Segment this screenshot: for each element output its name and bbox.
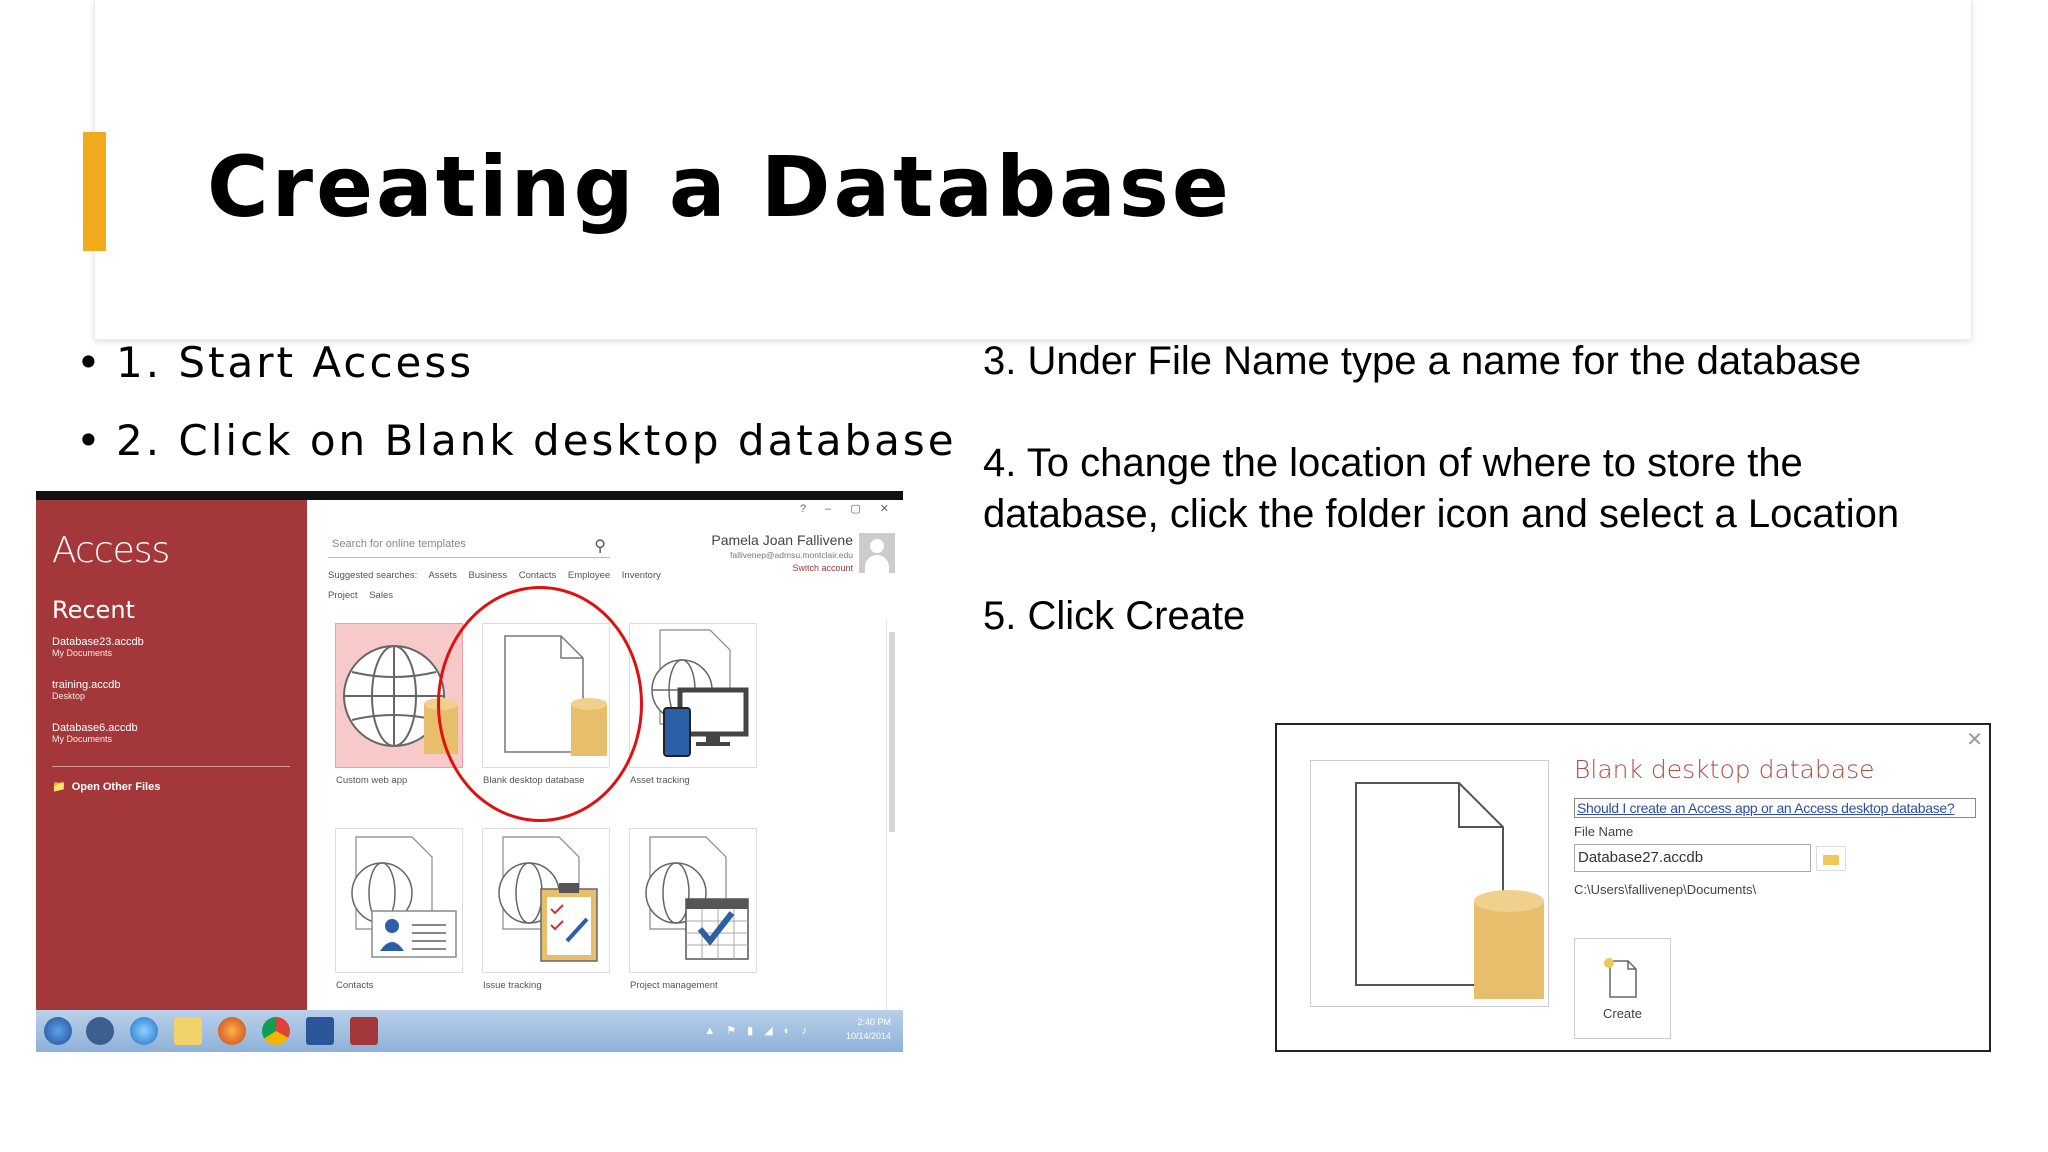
step-3: 3. Under File Name type a name for the d… <box>983 339 1862 383</box>
template-label: Asset tracking <box>630 775 690 786</box>
recent-file-location: My Documents <box>52 734 113 744</box>
close-icon[interactable]: ✕ <box>1966 729 1983 751</box>
recent-file-location: Desktop <box>52 691 86 701</box>
bullet-item: 2. Click on Blank desktop database <box>76 416 957 494</box>
suggested-link[interactable]: Assets <box>428 570 457 581</box>
slide-title: Creating a Database <box>207 138 1232 236</box>
access-app-name: Access <box>52 530 170 571</box>
suggested-link[interactable]: Sales <box>369 590 393 601</box>
suggested-link[interactable]: Business <box>468 570 508 581</box>
title-card <box>94 0 1972 340</box>
suggested-searches-row2: Project Sales <box>328 590 402 601</box>
template-issue-tracking[interactable] <box>482 828 610 973</box>
file-path: C:\Users\fallivenep\Documents\ <box>1574 882 1757 897</box>
switch-account-link[interactable]: Switch account <box>792 563 853 573</box>
chrome-icon[interactable] <box>262 1017 290 1045</box>
window-controls[interactable]: ? – ▢ ✕ <box>799 503 897 515</box>
highlight-circle <box>437 586 643 822</box>
contacts-icon <box>351 836 457 958</box>
suggested-link[interactable]: Contacts <box>518 570 557 581</box>
template-asset-tracking[interactable] <box>629 623 757 768</box>
template-contacts[interactable] <box>335 828 463 973</box>
template-label: Custom web app <box>336 775 408 786</box>
template-label: Contacts <box>336 980 374 991</box>
accent-bar <box>83 132 106 251</box>
system-clock[interactable]: 2:40 PM 10/14/2014 <box>846 1015 891 1043</box>
recent-file-name: Database23.accdb <box>52 636 144 648</box>
blank-document-icon <box>1355 782 1544 999</box>
user-info: Pamela Joan Fallivene fallivenep@admsu.m… <box>711 532 853 573</box>
access-sidebar: Access Recent Database23.accdb My Docume… <box>36 500 307 1010</box>
step-5: 5. Click Create <box>983 594 1246 638</box>
help-link[interactable]: Should I create an Access app or an Acce… <box>1574 798 1976 818</box>
bullet-item: 1. Start Access <box>76 338 957 416</box>
firefox-icon[interactable] <box>218 1017 246 1045</box>
recent-file-item[interactable]: Database6.accdb My Documents <box>52 722 144 765</box>
folder-icon: 📁 <box>52 781 66 793</box>
browse-folder-icon[interactable] <box>1816 846 1846 871</box>
issue-tracking-icon <box>498 836 598 962</box>
open-other-files-label: Open Other Files <box>71 781 161 793</box>
file-name-label: File Name <box>1574 824 1634 839</box>
file-name-input[interactable]: Database27.accdb <box>1574 844 1811 872</box>
recent-file-item[interactable]: training.accdb Desktop <box>52 679 144 722</box>
recent-heading: Recent <box>52 596 135 624</box>
template-label: Issue tracking <box>483 980 542 991</box>
create-button[interactable]: Create <box>1574 938 1671 1039</box>
template-project-management[interactable] <box>629 828 757 973</box>
scrollbar[interactable] <box>886 620 896 1010</box>
recent-file-name: Database6.accdb <box>52 722 138 734</box>
bullet-list: 1. Start Access 2. Click on Blank deskto… <box>76 338 957 494</box>
project-management-icon <box>645 836 749 960</box>
steps-text: 3. Under File Name type a name for the d… <box>983 336 1899 642</box>
user-name: Pamela Joan Fallivene <box>711 532 853 548</box>
suggested-link[interactable]: Project <box>328 590 358 601</box>
user-email: fallivenep@admsu.montclair.edu <box>730 550 853 560</box>
template-label: Project management <box>630 980 718 991</box>
dialog-title: Blank desktop database <box>1574 755 1875 784</box>
system-tray-icons[interactable]: ▲ ⚑ ▮ ◢ ◐ ♪ <box>704 1025 811 1037</box>
search-placeholder: Search for online templates <box>332 538 466 550</box>
search-icon[interactable]: ⚲ <box>594 538 606 555</box>
step-4-line2: database, click the folder icon and sele… <box>983 492 1900 536</box>
step-4-line1: 4. To change the location of where to st… <box>983 441 1803 485</box>
template-search-input[interactable]: Search for online templates ⚲ <box>328 534 610 558</box>
start-button-icon[interactable] <box>44 1017 72 1045</box>
create-label: Create <box>1602 1006 1643 1021</box>
app-icon[interactable] <box>86 1017 114 1045</box>
recent-files-list: Database23.accdb My Documents training.a… <box>52 636 144 765</box>
recent-file-name: training.accdb <box>52 679 121 691</box>
suggested-link[interactable]: Inventory <box>621 570 661 581</box>
folder-icon[interactable] <box>174 1017 202 1045</box>
suggested-link[interactable]: Employee <box>567 570 611 581</box>
clock-date: 10/14/2014 <box>845 1031 891 1041</box>
access-icon[interactable] <box>350 1017 378 1045</box>
clock-time: 2:40 PM <box>857 1017 891 1027</box>
scrollbar-thumb[interactable] <box>889 632 895 832</box>
open-other-files-button[interactable]: 📁 Open Other Files <box>52 780 166 793</box>
database-preview <box>1310 760 1549 1007</box>
asset-tracking-icon <box>651 629 749 757</box>
recent-file-location: My Documents <box>52 648 113 658</box>
blank-database-dialog: ✕ Blank desktop database Should I create… <box>1275 723 1991 1052</box>
internet-explorer-icon[interactable] <box>130 1017 158 1045</box>
avatar[interactable] <box>859 533 895 573</box>
windows-taskbar: ▲ ⚑ ▮ ◢ ◐ ♪ 2:40 PM 10/14/2014 <box>36 1010 903 1052</box>
recent-file-item[interactable]: Database23.accdb My Documents <box>52 636 144 679</box>
suggested-label: Suggested searches: <box>328 570 418 581</box>
word-icon[interactable] <box>306 1017 334 1045</box>
new-file-icon <box>1604 958 1637 998</box>
sidebar-divider <box>52 766 290 767</box>
suggested-searches: Suggested searches: Assets Business Cont… <box>328 570 670 581</box>
